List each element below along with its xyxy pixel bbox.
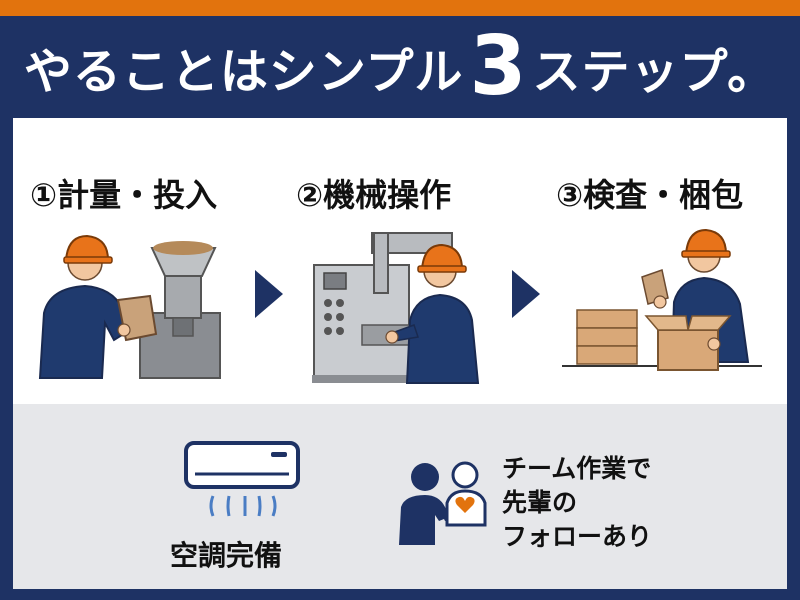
- step-2-illustration: [312, 232, 480, 384]
- step-arrow-icon: [512, 270, 540, 318]
- step-3-illustration: [562, 228, 762, 371]
- team-text-line1: チーム作業で: [502, 454, 652, 483]
- helmet-icon: [684, 228, 728, 255]
- bottom-frame: [0, 589, 800, 600]
- box: [576, 345, 638, 365]
- step-3-title: ③検査・梱包: [556, 176, 744, 214]
- step-1-title: ①計量・投入: [30, 176, 218, 214]
- step-1-illustration: [38, 234, 221, 379]
- top-accent-bar: [0, 0, 800, 16]
- aircon-label: 空調完備: [170, 539, 283, 572]
- control-screen: [323, 272, 347, 290]
- box: [576, 327, 638, 347]
- title-part1: やることはシンプル: [23, 44, 464, 100]
- team-support-text: チーム作業で 先輩の フォローあり: [502, 452, 652, 554]
- helmet-icon: [420, 243, 464, 270]
- team-support-icon: [399, 461, 487, 545]
- step-2-title: ②機械操作: [296, 176, 452, 214]
- page-header: やることはシンプル 3 ステップ。: [0, 16, 800, 118]
- worker-body: [405, 293, 480, 384]
- inspected-item: [641, 269, 669, 305]
- team-text-line2: 先輩の: [502, 488, 578, 517]
- helmet-icon: [64, 234, 110, 261]
- worker-body: [38, 284, 132, 379]
- title-part2: ステップ。: [532, 44, 777, 100]
- team-text-line3: フォローあり: [502, 522, 653, 551]
- air-conditioner-icon: [184, 441, 300, 517]
- title-number: 3: [469, 19, 527, 114]
- features-panel: [13, 404, 787, 589]
- open-box: [657, 329, 719, 371]
- step-arrow-icon: [255, 270, 283, 318]
- box: [576, 309, 638, 329]
